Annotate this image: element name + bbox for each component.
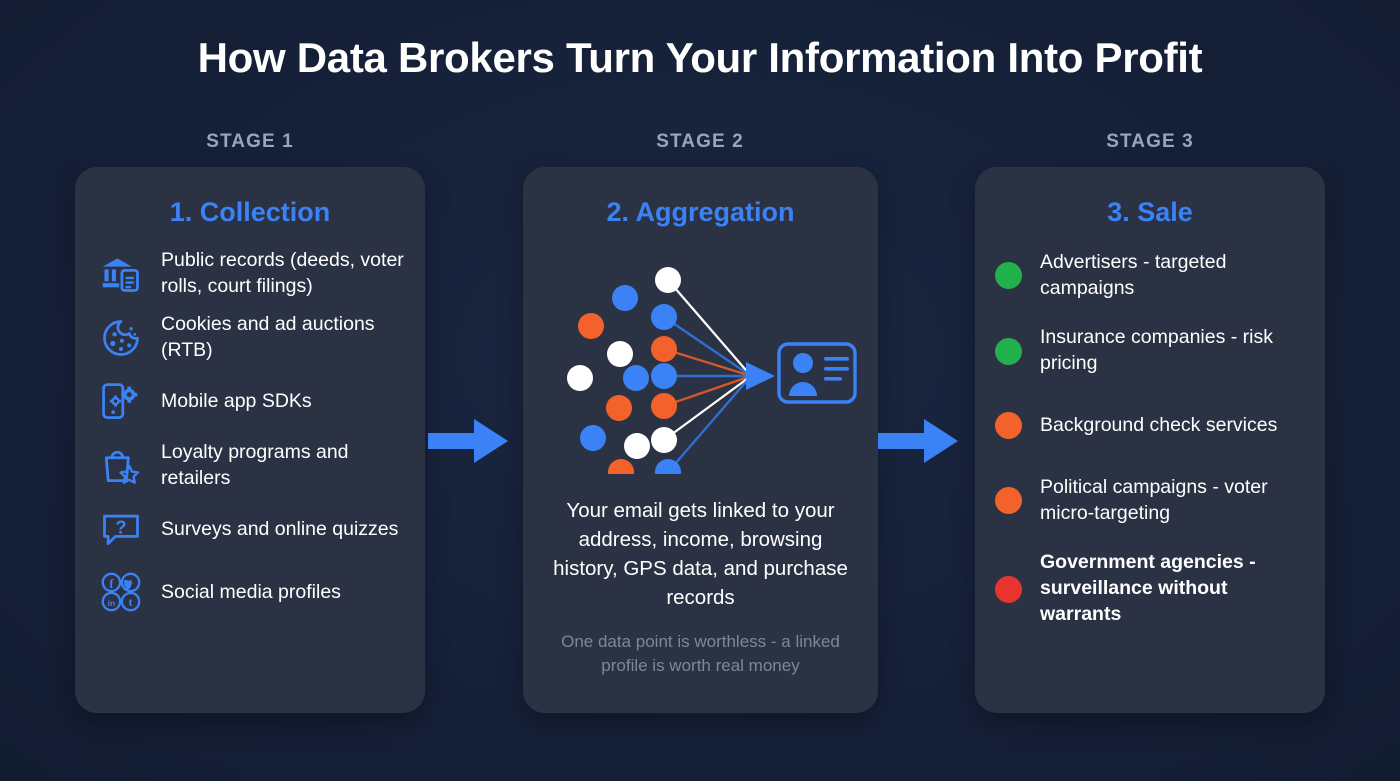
list-item: Government agencies - surveillance witho… <box>995 550 1309 627</box>
status-dot <box>995 487 1022 515</box>
list-item: Advertisers - targeted campaigns <box>995 250 1309 301</box>
list-item-label: Mobile app SDKs <box>161 390 312 413</box>
stage-label-2: STAGE 2 <box>656 131 744 152</box>
status-dot <box>995 337 1022 365</box>
stage-card-collection: 1. Collection Public records (deeds, vot… <box>75 167 425 713</box>
card-title-sale: 3. Sale <box>1107 197 1193 227</box>
social-network-icon: f in t <box>97 568 145 616</box>
list-item-label: Loyalty programs and retailers <box>161 440 349 489</box>
svg-text:in: in <box>108 598 116 608</box>
svg-text:t: t <box>129 597 133 609</box>
card-title-aggregation: 2. Aggregation <box>606 197 795 227</box>
status-dot <box>995 262 1022 290</box>
sale-item-list: Advertisers - targeted campaigns Insuran… <box>975 250 1325 628</box>
list-item: ? Surveys and online quizzes <box>97 504 405 554</box>
list-item-label: Public records (deeds, voter rolls, cour… <box>161 249 404 297</box>
identity-card-icon <box>776 342 857 404</box>
card-title-collection: 1. Collection <box>169 197 331 227</box>
collection-item-list: Public records (deeds, voter rolls, cour… <box>75 248 425 617</box>
list-item-label: Advertisers - targeted campaigns <box>1040 251 1227 299</box>
list-item: Cookies and ad auctions (RTB) <box>97 312 405 363</box>
stage-card-aggregation: 2. Aggregation <box>523 167 878 713</box>
page-title: How Data Brokers Turn Your Information I… <box>197 34 1203 81</box>
status-dot <box>995 575 1022 603</box>
aggregation-diagram <box>523 244 878 474</box>
aggregation-main-text: Your email gets linked to your address, … <box>553 499 848 610</box>
svg-text:f: f <box>109 578 114 592</box>
list-item: Political campaigns - voter micro-target… <box>995 475 1309 526</box>
list-item-label: Background check services <box>1040 414 1278 437</box>
list-item-label: Cookies and ad auctions (RTB) <box>161 313 375 362</box>
list-item-label: Insurance companies - risk pricing <box>1040 326 1274 375</box>
arrow-stage1-to-stage2 <box>428 413 510 474</box>
svg-text:?: ? <box>115 517 126 538</box>
stage-label-1: STAGE 1 <box>206 131 294 152</box>
loyalty-bag-icon <box>97 442 145 490</box>
aggregation-sub-text: One data point is worthless - a linked p… <box>561 632 840 675</box>
list-item: Insurance companies - risk pricing <box>995 325 1309 376</box>
status-dot <box>995 412 1022 440</box>
list-item-label: Political campaigns - voter micro-target… <box>1040 475 1268 524</box>
stage-card-sale: 3. Sale Advertisers - targeted campaigns… <box>975 167 1325 713</box>
mobile-sdk-icon <box>97 378 145 426</box>
cookie-icon <box>97 314 145 362</box>
list-item-label: Social media profiles <box>161 580 341 603</box>
list-item-label: Surveys and online quizzes <box>161 517 399 540</box>
list-item: Background check services <box>995 401 1309 451</box>
bank-records-icon <box>97 250 145 298</box>
arrow-stage2-to-stage3 <box>878 413 960 474</box>
list-item: Public records (deeds, voter rolls, cour… <box>97 248 405 299</box>
list-item: f in t Social media profiles <box>97 567 405 617</box>
list-item: Mobile app SDKs <box>97 377 405 427</box>
survey-question-icon: ? <box>97 505 145 553</box>
list-item-label: Government agencies - surveillance witho… <box>1040 551 1256 625</box>
list-item: Loyalty programs and retailers <box>97 440 405 491</box>
stage-label-3: STAGE 3 <box>1106 131 1194 152</box>
